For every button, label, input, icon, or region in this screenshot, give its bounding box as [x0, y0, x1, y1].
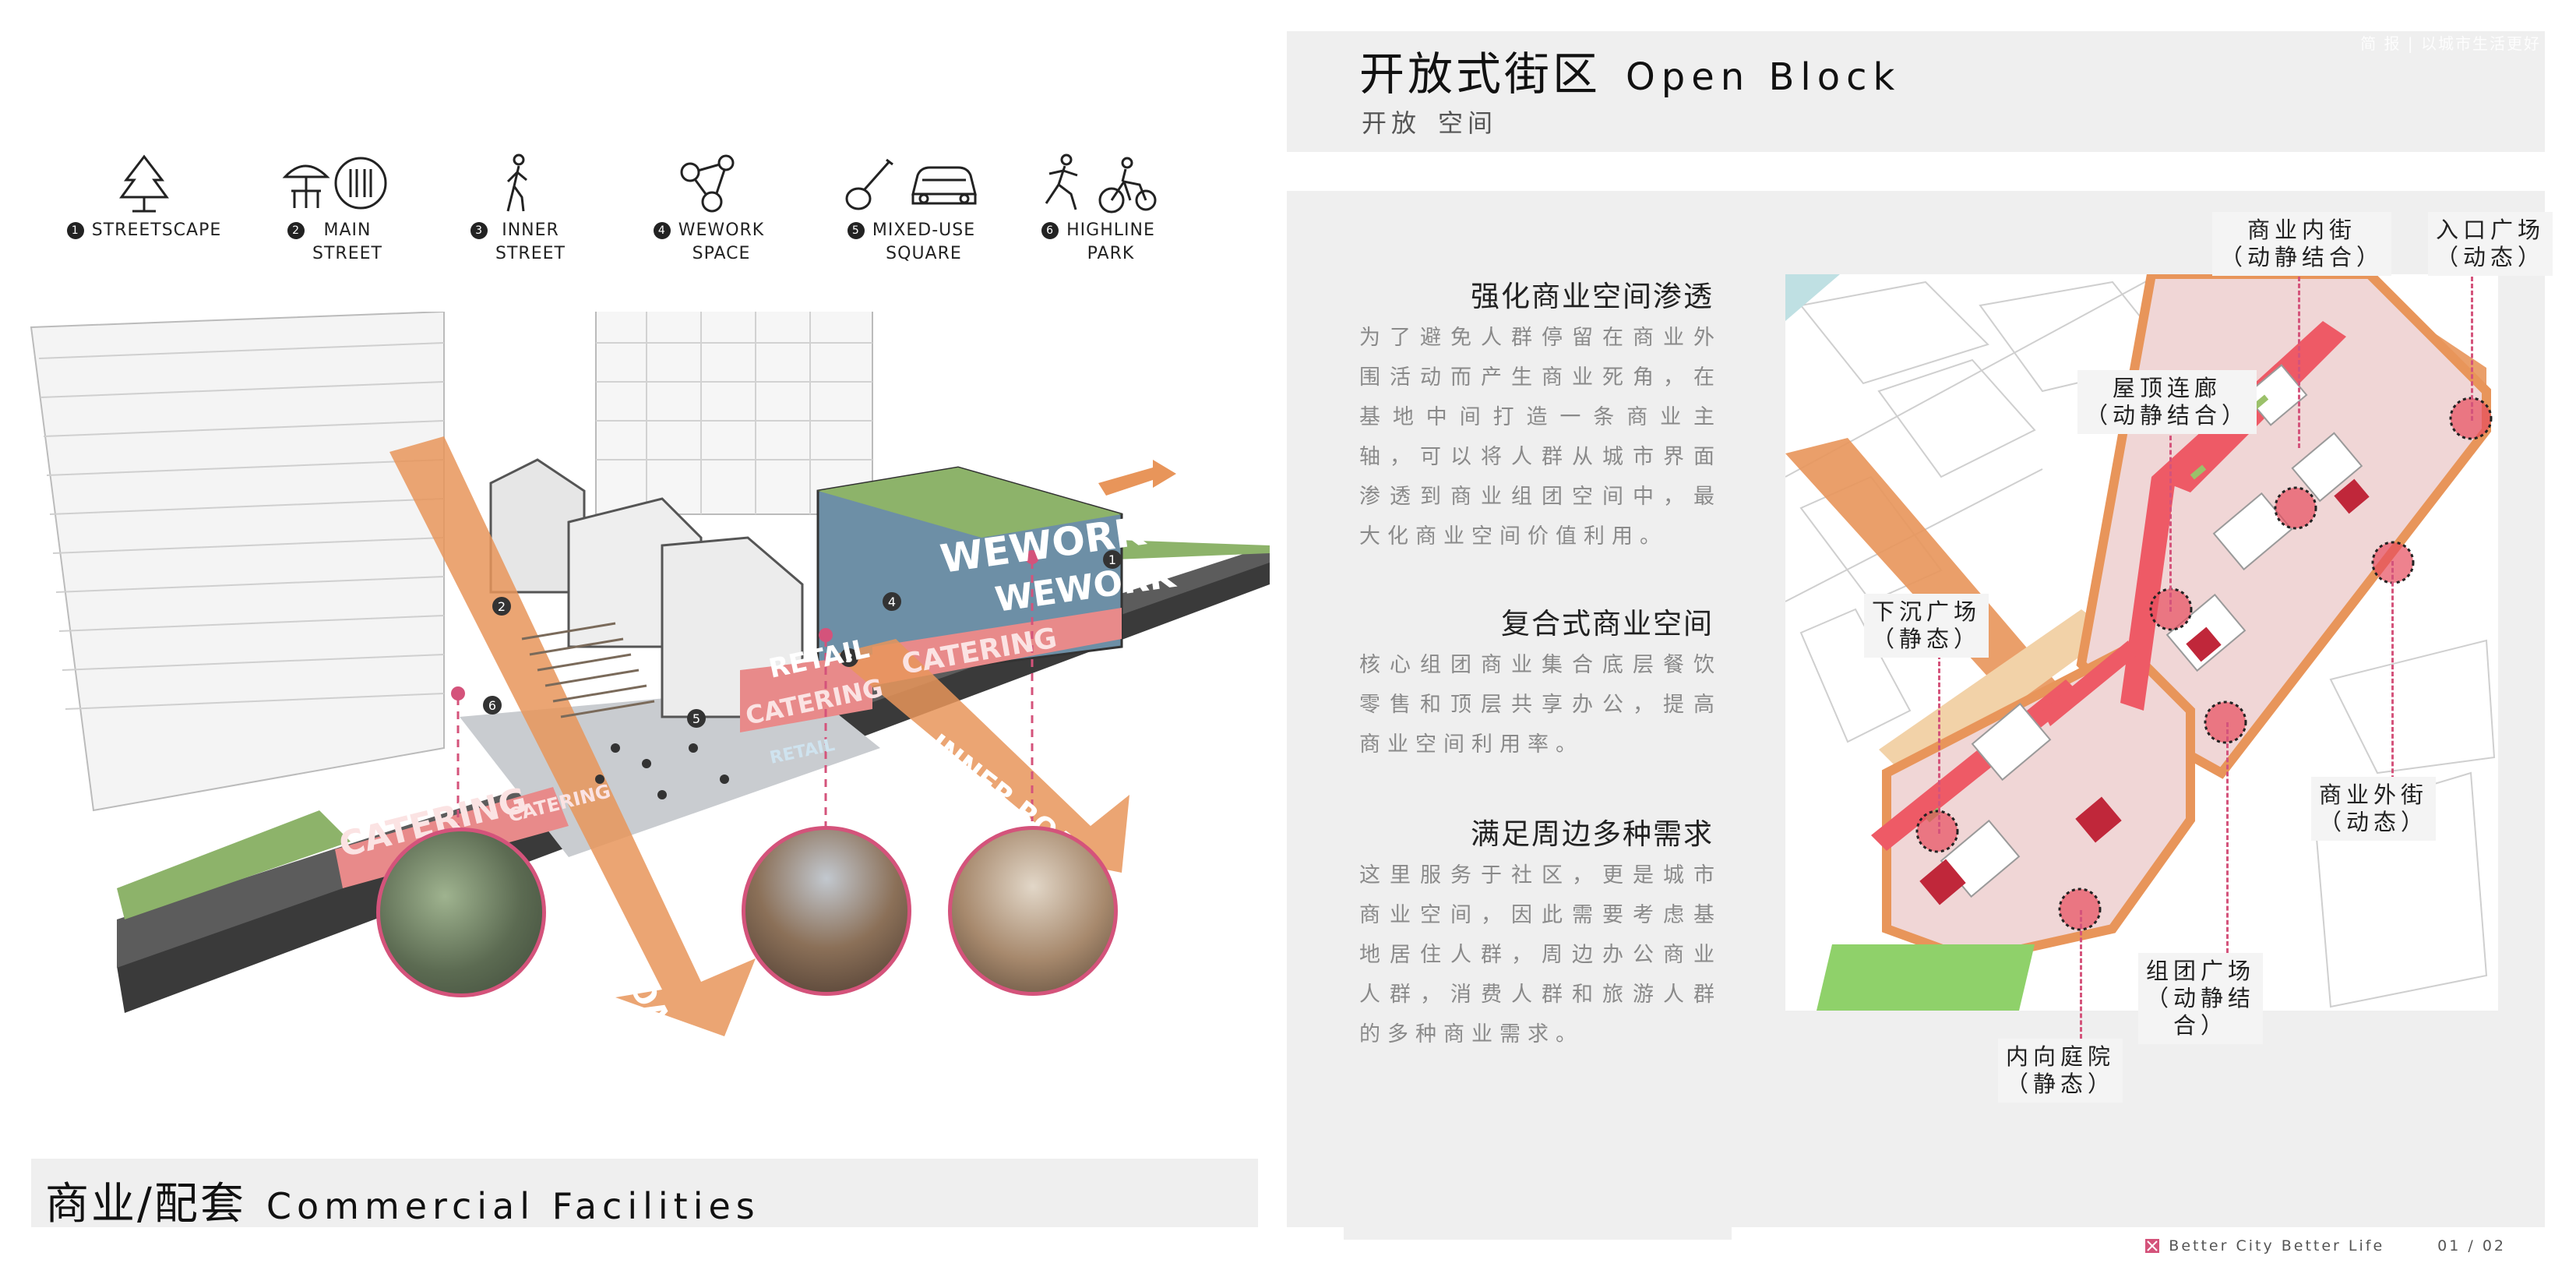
guitar-car-icon [830, 152, 993, 214]
marker-2: 2 [498, 599, 506, 614]
callout-text: （动静结合） [2220, 244, 2384, 270]
legend-label-line: STREET [495, 244, 566, 263]
section-title-3: 满足周边多种需求 [1471, 817, 1714, 851]
subtitle-word: 空间 [1438, 108, 1498, 138]
callout-line-inner-street [2298, 277, 2300, 448]
callout-line-outer-street [2391, 561, 2394, 787]
callout-roof-corridor: 屋顶连廊 （动静结合） [2077, 370, 2257, 434]
right-title-en: Open Block [1626, 55, 1901, 99]
section-body-3: 这里服务于社区，更是城市商业空间，因此需要考虑基地居住人群，周边办公商业人群，消… [1359, 863, 1721, 1046]
callout-inner-street: 商业内街 （动静结合） [2212, 212, 2392, 276]
footer: Better City Better Life 01 / 02 [2145, 1237, 2506, 1254]
legend-item-inner-street: 3 INNER STREET [460, 152, 576, 266]
legend-label-line: STREET [312, 244, 382, 263]
legend-item-mixed-use-square: 5 MIXED-USE SQUARE [830, 152, 993, 266]
legend-label-line: WEWORK [678, 221, 765, 240]
legend-label-line: MIXED-USE [872, 221, 976, 240]
network-people-icon [639, 152, 779, 214]
section-body-1: 为了避免人群停留在商业外围活动而产生商业死角，在基地中间打造一条商业主轴，可以将… [1359, 326, 1721, 549]
callout-text: 屋顶连廊 [2113, 375, 2222, 401]
legend-label-line: HIGHLINE [1066, 221, 1155, 240]
callout-text: （动静结合） [2085, 402, 2250, 429]
axonometric-illustration: 1 2 3 4 5 6 WEWORK WEWORK CATERING CATER… [23, 307, 1270, 1056]
legend-label-line: SPACE [692, 244, 751, 263]
marker-3: 3 [845, 651, 853, 665]
photo-retail-street [742, 826, 911, 996]
callout-text: （动态） [2319, 809, 2429, 835]
marker-1: 1 [1108, 552, 1116, 567]
callout-text: （动态） [2436, 244, 2546, 270]
left-title-zh: 商业/配套 [45, 1179, 246, 1230]
umbrella-table-icon [269, 152, 401, 214]
left-title-en: Commercial Facilities [266, 1185, 760, 1227]
legend-label-line: PARK [1087, 244, 1135, 263]
legend-item-main-street: 2 MAIN STREET [269, 152, 401, 266]
right-header-panel [1287, 31, 2545, 152]
callout-text: （静态） [2006, 1071, 2116, 1097]
callout-text: （动静结 [2146, 985, 2256, 1011]
callout-line-sunken-plaza [1938, 655, 1940, 834]
legend-item-wework-space: 4 WEWORK SPACE [639, 152, 779, 266]
tree-icon [70, 152, 218, 214]
callout-text: 内向庭院 [2006, 1043, 2116, 1070]
legend-item-highline-park: 6 HIGHLINE PARK [1028, 152, 1168, 266]
page-number: 01 / 02 [2437, 1237, 2506, 1254]
legend-number: 5 [847, 222, 865, 239]
legend-label-line: INNER [502, 221, 559, 240]
section-body-2: 核心组团商业集合底层餐饮零售和顶层共享办公，提高商业空间利用率。 [1359, 653, 1721, 757]
callout-sunken-plaza: 下沉广场 （静态） [1864, 594, 1989, 658]
callout-line-cluster-plaza [2226, 722, 2229, 960]
callout-text: 合） [2173, 1012, 2229, 1039]
brand-logo-icon [2145, 1239, 2160, 1253]
callout-entrance-plaza: 入口广场 （动态） [2428, 212, 2553, 276]
legend-item-streetscape: 1 STREETSCAPE [66, 152, 222, 242]
callout-text: 组团广场 [2146, 958, 2256, 984]
callout-text: 商业内街 [2247, 217, 2357, 243]
legend-number: 6 [1041, 222, 1059, 239]
left-page-title: 商业/配套 Commercial Facilities [45, 1169, 760, 1232]
legend-number: 1 [66, 222, 84, 239]
callout-line-inner-courtyard [2080, 910, 2082, 1039]
legend-label-line: SQUARE [886, 244, 962, 263]
callout-outer-street: 商业外街 （动态） [2311, 777, 2437, 841]
callout-text: 下沉广场 [1872, 598, 1982, 625]
runner-cyclist-icon [1028, 152, 1168, 214]
legend-number: 3 [470, 222, 488, 239]
legend-number: 2 [287, 222, 305, 239]
subtitle-word: 开放 [1362, 108, 1422, 138]
right-subtitle: 开放空间 [1362, 104, 1514, 139]
walking-person-icon [460, 152, 576, 214]
photo-wework-interior [948, 826, 1118, 996]
photo-highline-park [376, 827, 546, 997]
callout-text: 入口广场 [2436, 217, 2546, 243]
callout-cluster-plaza: 组团广场 （动静结 合） [2138, 953, 2264, 1044]
marker-6: 6 [488, 698, 496, 713]
marker-5: 5 [692, 711, 700, 726]
legend-label-line: MAIN [323, 221, 372, 240]
callout-line-entrance-plaza [2471, 277, 2473, 421]
footer-slogan: Better City Better Life [2169, 1237, 2385, 1254]
left-title-banner [31, 1159, 1258, 1227]
section-title-1: 强化商业空间渗透 [1471, 280, 1714, 313]
callout-text: （静态） [1872, 626, 1982, 652]
marker-4: 4 [888, 595, 896, 609]
callout-line-roof-corridor [2169, 429, 2172, 612]
right-title-zh: 开放式街区 [1359, 48, 1602, 101]
legend-number: 4 [653, 222, 671, 239]
section-title-2: 复合式商业空间 [1501, 607, 1714, 640]
callout-inner-courtyard: 内向庭院 （静态） [1998, 1039, 2123, 1103]
legend-label-line: STREETSCAPE [91, 221, 222, 240]
header-note: 简 报 | 以城市生活更好 [2360, 34, 2541, 53]
panel-tab [1344, 1227, 1732, 1240]
right-page-title: 开放式街区 Open Block [1359, 37, 1901, 103]
callout-text: 商业外街 [2319, 782, 2429, 808]
